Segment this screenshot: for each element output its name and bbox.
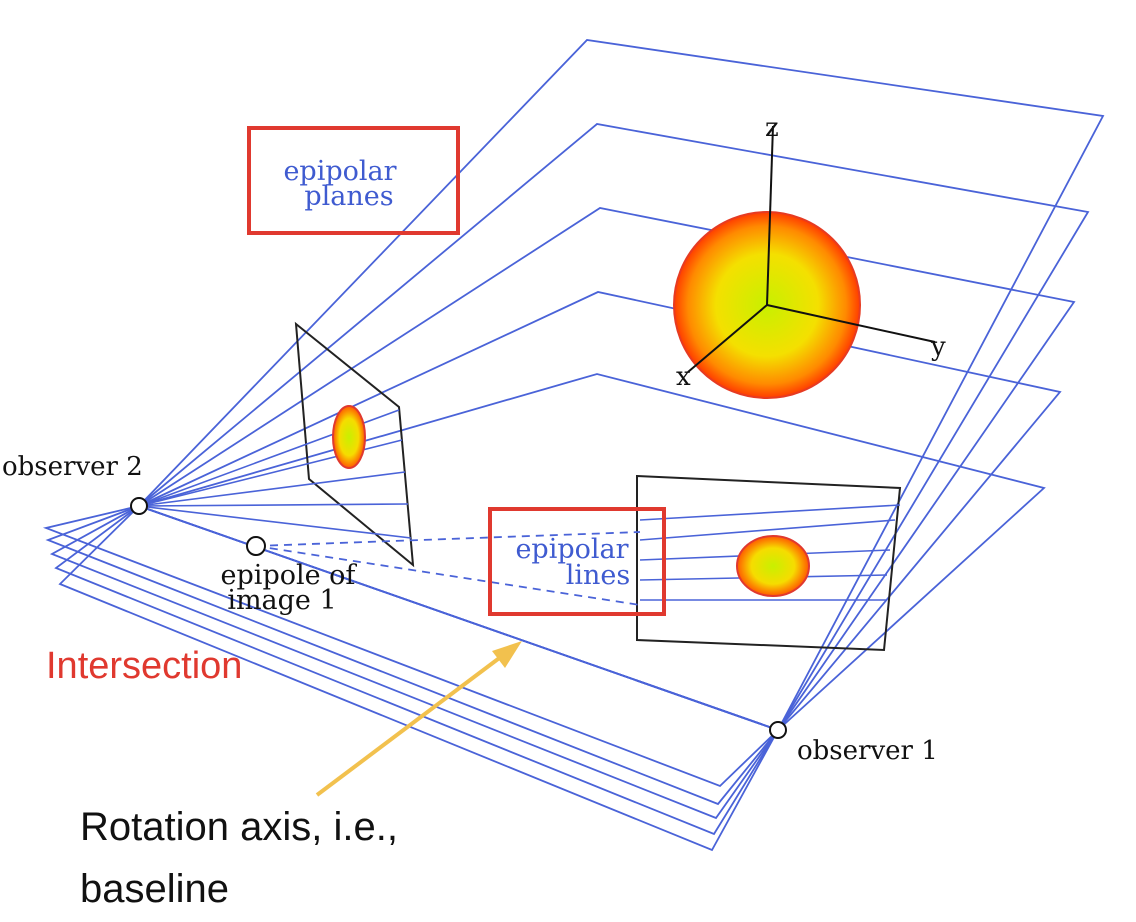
epipolar-lines-highlight: [488, 507, 666, 616]
observer-2-marker: [130, 497, 148, 515]
world-sphere: [673, 125, 936, 399]
epipolar-planes-highlight: [247, 126, 460, 235]
observer-2-label: observer 2: [2, 452, 143, 482]
x-axis-label: x: [676, 362, 691, 392]
baseline-arrow-head: [492, 641, 522, 668]
image-plane-2: [138, 321, 415, 568]
rotation-axis-label-line2: baseline: [80, 867, 229, 911]
image-plane-1: [636, 474, 902, 652]
epipolar-plane: [137, 123, 1090, 732]
projected-sphere-image-2: [332, 405, 366, 469]
rotation-axis-label-line1: Rotation axis, i.e.,: [80, 805, 398, 849]
projected-sphere-image-1: [736, 535, 810, 597]
epipole-label-line2: image 1: [227, 585, 336, 616]
lower-plane-stack: [42, 505, 779, 852]
epipole-marker: [246, 536, 266, 556]
epipolar-dashed-lines: [255, 531, 641, 606]
y-axis-label: y: [930, 332, 946, 362]
image-plane-2-frame: [294, 321, 415, 568]
epipolar-lines-label-line1: epipolar: [515, 534, 628, 565]
image-plane-1-frame: [636, 474, 902, 652]
z-axis: [766, 125, 774, 306]
observer-1-label: observer 1: [797, 736, 938, 766]
epipole-label-line1: epipole of: [221, 560, 358, 591]
observer-1-marker: [769, 721, 787, 739]
baseline-arrow: [315, 651, 508, 797]
y-axis: [766, 304, 936, 343]
baseline: [138, 505, 779, 731]
epipolar-planes-label-line1: epipolar: [283, 156, 396, 187]
x-axis: [687, 304, 768, 373]
epipolar-planes: [136, 39, 1105, 732]
epipolar-lines-label-line2: lines: [566, 560, 631, 591]
epipolar-planes-label-line2: planes: [304, 181, 393, 212]
intersection-label: Intersection: [46, 645, 242, 687]
z-axis-label: z: [765, 113, 779, 143]
